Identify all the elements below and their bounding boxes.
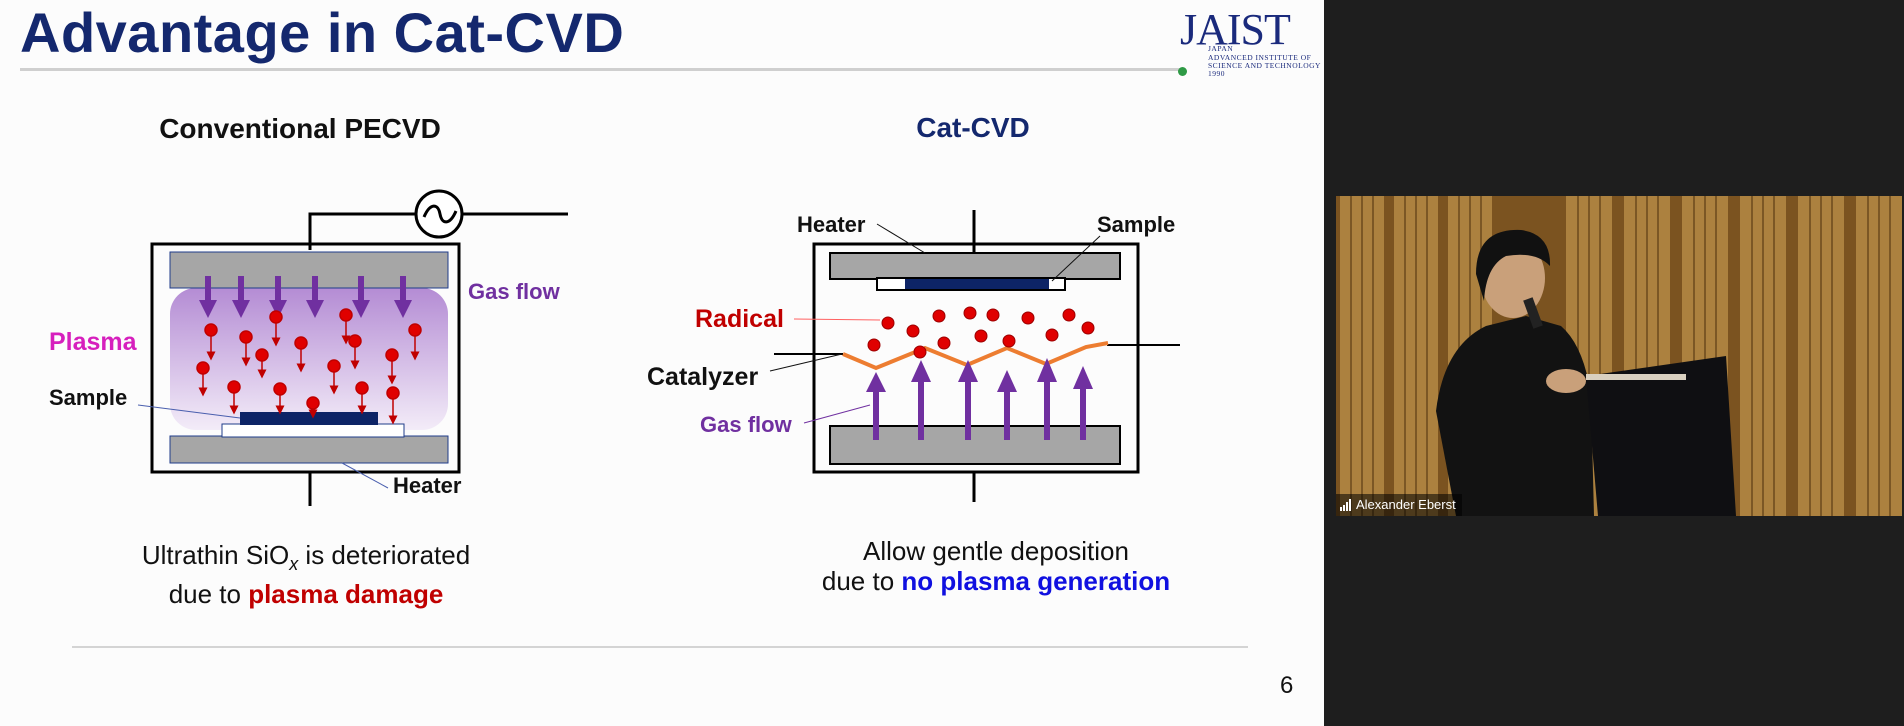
catcvd-sample-label: Sample [1097, 212, 1175, 237]
rf-feed-line [308, 212, 416, 250]
catalyzer-wire [842, 341, 1109, 371]
pecvd-chamber [150, 242, 461, 474]
speaker-body [1436, 316, 1594, 516]
pecvd-caption-line-2: due to plasma damage [120, 579, 492, 609]
radical-label: Radical [695, 305, 784, 333]
plasma-label: Plasma [49, 328, 138, 356]
catcvd-gas-flow-leader [803, 404, 871, 424]
pecvd-caption-line-1: Ultrathin SiOx is deteriorated [120, 540, 492, 579]
logo-line-4: 1990 [1208, 69, 1225, 78]
logo-line-2: ADVANCED INSTITUTE OF [1208, 53, 1312, 62]
catalyzer-leader [769, 353, 843, 372]
catcvd-sample [905, 279, 1049, 289]
podium-light [1586, 374, 1686, 380]
microphone [1523, 297, 1543, 329]
catcvd-heater-label: Heater [797, 212, 866, 237]
podium [1586, 356, 1736, 516]
pecvd-diagram: Conventional PECVD [49, 113, 568, 506]
radicals [867, 306, 1095, 359]
catcvd-diagram: Cat-CVD [647, 112, 1180, 502]
plasma-region [170, 288, 448, 430]
footer-divider [72, 646, 1248, 648]
page-number: 6 [1280, 672, 1294, 699]
jaist-logo: JAIST JAPAN ADVANCED INSTITUTE OF SCIENC… [1172, 4, 1320, 78]
slide-title: Advantage in Cat-CVD [20, 1, 625, 64]
caption-text: due to [821, 566, 902, 596]
catcvd-chamber [812, 242, 1140, 474]
presentation-slide: Advantage in Cat-CVD JAIST JAPAN ADVANCE… [0, 0, 1324, 726]
logo-line-1: JAPAN [1208, 44, 1234, 53]
pecvd-heading: Conventional PECVD [159, 113, 441, 144]
pecvd-substrate-holder [221, 423, 405, 438]
caption-subscript: x [289, 554, 299, 575]
sine-wave-icon [422, 204, 458, 224]
pecvd-ions [196, 308, 422, 425]
speaker-hand [1546, 369, 1586, 393]
speaker-video-frame [1336, 196, 1902, 516]
participant-name: Alexander Eberst [1356, 497, 1456, 512]
pecvd-heater-label: Heater [393, 473, 462, 498]
pecvd-sample [240, 412, 378, 425]
plasma-damage-highlight: plasma damage [248, 579, 444, 610]
catcvd-gas-flow-label: Gas flow [700, 412, 793, 437]
signal-bars-icon [1340, 499, 1351, 511]
no-plasma-highlight: no plasma generation [901, 566, 1171, 596]
deposition-diagrams: Conventional PECVD [49, 112, 1180, 506]
pecvd-caption: Ultrathin SiOx is deteriorated due to pl… [120, 540, 492, 609]
pecvd-bottom-electrode [169, 435, 449, 464]
logo-dot [1178, 67, 1187, 76]
catcvd-heading: Cat-CVD [916, 112, 1030, 143]
caption-text: due to [168, 579, 249, 610]
pecvd-gas-arrows [199, 276, 412, 318]
radical-leader [793, 318, 881, 321]
speaker-hair [1476, 229, 1551, 301]
catcvd-heater-leader [876, 223, 926, 254]
speaker-video-tile[interactable] [1336, 196, 1902, 516]
catcvd-gas-arrows [866, 358, 1093, 440]
caption-text: Ultrathin SiO [141, 540, 290, 570]
pecvd-top-electrode [169, 251, 449, 289]
caption-text: is deteriorated [298, 540, 471, 570]
title-divider [20, 68, 1180, 71]
catcvd-sample-leader [1051, 235, 1101, 282]
catcvd-caption-line-2: due to no plasma generation [790, 566, 1202, 596]
catcvd-caption: Allow gentle deposition due to no plasma… [790, 536, 1202, 596]
pecvd-gas-flow-label: Gas flow [468, 279, 561, 304]
catalyzer-label: Catalyzer [647, 363, 758, 391]
logo-wordmark: JAIST [1180, 5, 1291, 54]
catcvd-heater-plate [829, 252, 1121, 280]
catcvd-caption-line-1: Allow gentle deposition [863, 536, 1129, 566]
pecvd-heater-leader [341, 462, 389, 489]
logo-line-3: SCIENCE AND TECHNOLOGY [1208, 61, 1321, 70]
pecvd-sample-label: Sample [49, 385, 127, 410]
pecvd-sample-leader [137, 404, 241, 419]
participant-name-tag: Alexander Eberst [1336, 494, 1462, 516]
